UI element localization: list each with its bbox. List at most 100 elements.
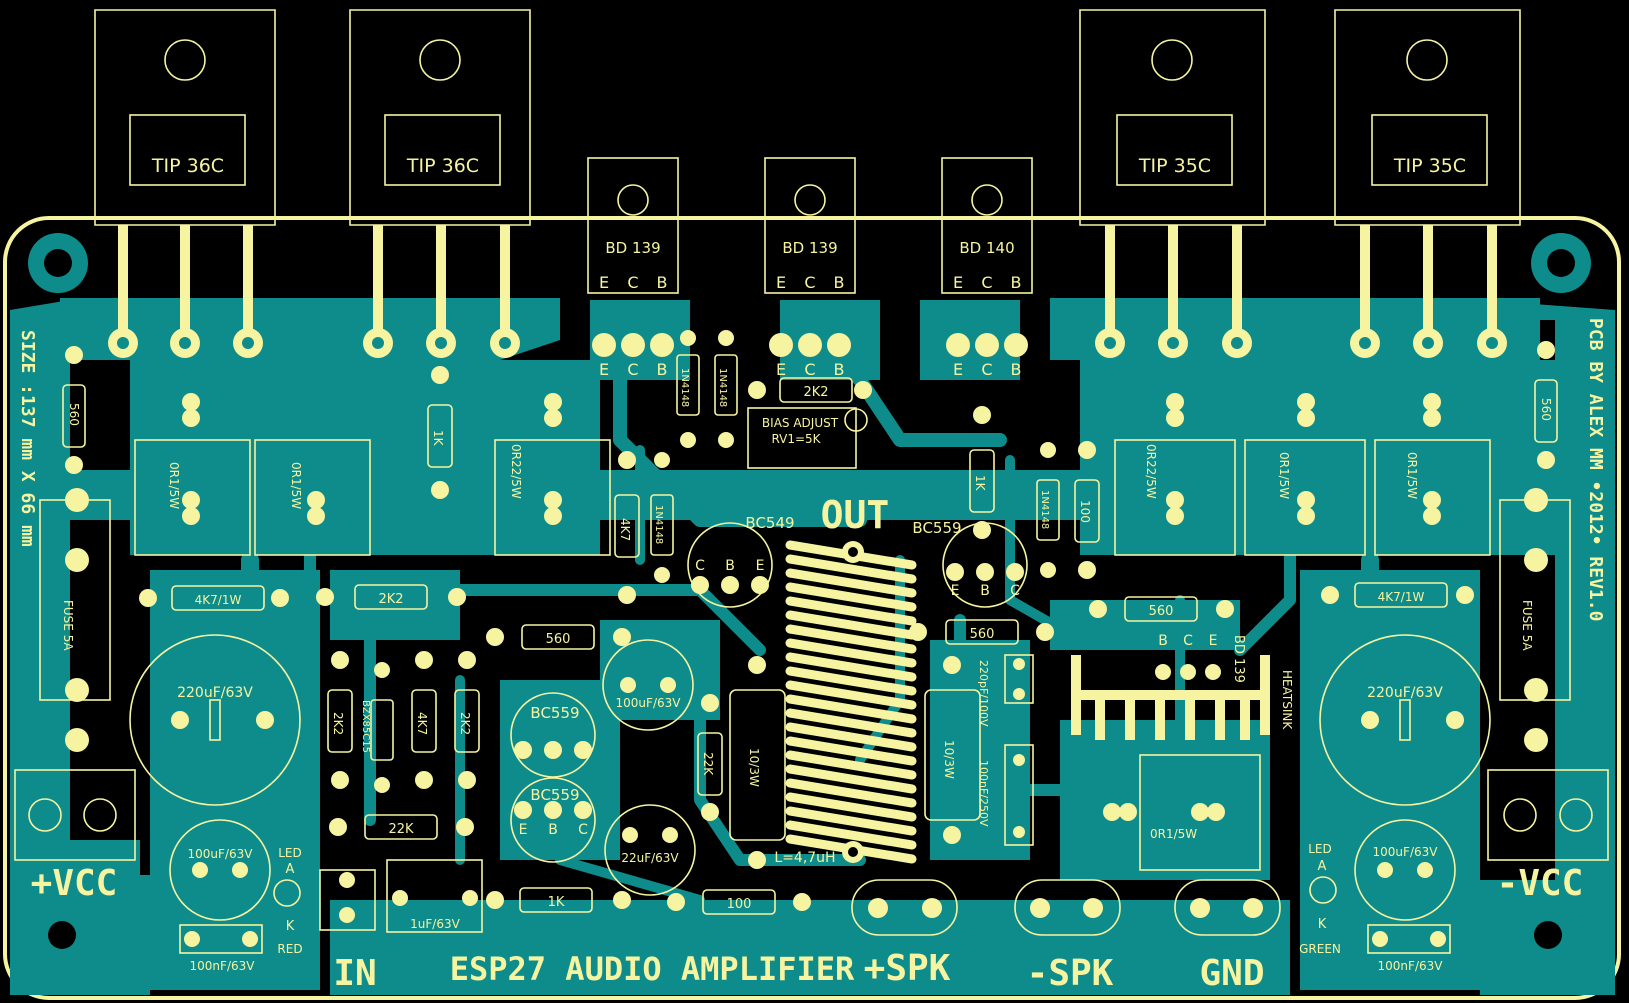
resistor-560-label: 560 bbox=[546, 632, 571, 647]
cap-220p: 220pF/100V bbox=[977, 654, 1034, 727]
transistor-bc559-1: BC559 E B C bbox=[912, 519, 1028, 608]
inductor-winding bbox=[785, 736, 917, 766]
cap-22u-label: 22uF/63V bbox=[621, 851, 679, 865]
mounting-holes bbox=[28, 233, 1591, 969]
cap-220u-label: 220uF/63V bbox=[177, 685, 253, 701]
pin-c: C bbox=[627, 360, 638, 379]
resistor-or1-label: 0R1/5W bbox=[289, 462, 303, 509]
speaker-pads bbox=[851, 879, 1281, 936]
pin-b: B bbox=[834, 360, 845, 379]
pin-c: C bbox=[981, 360, 992, 379]
spk-neg-label: -SPK bbox=[1027, 953, 1114, 994]
pin-e: E bbox=[951, 583, 960, 599]
resistor-1k-label: 1K bbox=[431, 430, 445, 447]
bd139-heatsink: B C E BD 139 HEATSINK bbox=[1071, 633, 1294, 740]
fuse-label-right: FUSE 5A bbox=[1520, 600, 1534, 651]
pin-c: C bbox=[1183, 633, 1193, 649]
resistor-2k2-label: 2K2 bbox=[331, 712, 345, 735]
inductor-winding bbox=[785, 778, 917, 808]
inductor-winding bbox=[785, 554, 917, 584]
fuses: FUSE 5A FUSE 5A bbox=[39, 488, 1571, 752]
capacitors: 220uF/63V 220uF/63V 100uF/63V 100uF/63V … bbox=[129, 634, 1491, 973]
terminal-blocks bbox=[14, 769, 1609, 931]
diode-label: 1N4148 bbox=[1039, 490, 1050, 529]
pin-c: C bbox=[1010, 583, 1020, 599]
inductor-winding bbox=[785, 806, 917, 836]
driver-transistors: BD 139 E C B E C B BD 139 E C B E C B BD… bbox=[587, 157, 1033, 379]
fuse-label-left: FUSE 5A bbox=[61, 600, 75, 651]
pin-e: E bbox=[776, 273, 786, 292]
bd140-label: BD 140 bbox=[959, 239, 1014, 257]
cap-100u-label: 100uF/63V bbox=[188, 847, 254, 861]
cap-100n-label: 100nF/63V bbox=[190, 959, 256, 973]
resistor-10-3w-label: 10/3W bbox=[942, 740, 956, 779]
power-transistors: TIP 36C TIP 36C TIP 35C bbox=[94, 9, 1521, 358]
transistor-bd140: BD 140 E C B E C B bbox=[941, 157, 1033, 379]
cap-100n-right: 100nF/63V bbox=[1367, 924, 1451, 973]
resistor-2k2-label: 2K2 bbox=[803, 385, 828, 400]
vcc-neg-label: -VCC bbox=[1497, 863, 1584, 904]
pin-e: E bbox=[599, 273, 609, 292]
pin-e: E bbox=[953, 360, 963, 379]
bc559-label: BC559 bbox=[530, 704, 579, 722]
transistor-tip35c-2: TIP 35C bbox=[1334, 9, 1521, 358]
inductor-winding bbox=[785, 652, 917, 682]
cap-1u-label: 1uF/63V bbox=[410, 917, 460, 931]
out-label: OUT bbox=[821, 493, 890, 537]
resistor-or22-label: 0R22/5W bbox=[1144, 444, 1158, 499]
pin-b: B bbox=[548, 822, 558, 838]
resistor-or1-label: 0R1/5W bbox=[1405, 452, 1419, 499]
transistor-tip36c-1: TIP 36C bbox=[94, 9, 276, 358]
gnd-label: GND bbox=[1199, 953, 1264, 994]
inductor-winding bbox=[785, 694, 917, 724]
inductor-winding bbox=[785, 680, 917, 710]
resistor-4k7-label: 4K7 bbox=[415, 712, 429, 735]
inductor-winding bbox=[785, 820, 917, 850]
pin-e: E bbox=[519, 740, 528, 756]
inductor-winding bbox=[785, 764, 917, 794]
inductor-winding bbox=[785, 638, 917, 668]
inductor-winding bbox=[785, 722, 917, 752]
cap-100u-mid: 100uF/63V bbox=[602, 639, 694, 731]
resistor-2k2-label: 2K2 bbox=[458, 712, 472, 735]
pin-b: B bbox=[1011, 360, 1022, 379]
bias-adjust-label: BIAS ADJUST bbox=[762, 416, 839, 430]
inductor-winding bbox=[785, 610, 917, 640]
pin-e: E bbox=[756, 558, 765, 574]
resistor-or1-label: 0R1/5W bbox=[167, 462, 181, 509]
diode-label: 1N4148 bbox=[653, 505, 664, 544]
bias-trimmer: BIAS ADJUST RV1=5K bbox=[747, 407, 868, 469]
bd139-label-1: BD 139 bbox=[605, 239, 660, 257]
spk-pos-label: +SPK bbox=[864, 948, 951, 989]
resistor-100-label: 100 bbox=[727, 897, 752, 912]
cap-22u: 22uF/63V bbox=[604, 804, 696, 896]
pin-b: B bbox=[1158, 633, 1168, 649]
pin-b: B bbox=[1011, 273, 1022, 292]
resistor-4k7-label: 4K7 bbox=[618, 518, 632, 541]
tip36c-label-1: TIP 36C bbox=[151, 155, 224, 177]
inductor-winding bbox=[785, 596, 917, 626]
pin-c: C bbox=[695, 558, 705, 574]
pin-b: B bbox=[548, 740, 558, 756]
cap-220u-left: 220uF/63V bbox=[129, 634, 301, 806]
inductor-winding bbox=[785, 568, 917, 598]
pin-c: C bbox=[804, 273, 815, 292]
pin-c: C bbox=[804, 360, 815, 379]
led-k-right: K bbox=[1318, 917, 1327, 932]
resistor-560-label: 560 bbox=[970, 627, 995, 642]
tip35c-label-1: TIP 35C bbox=[1138, 155, 1211, 177]
cap-100n-label: 100nF/63V bbox=[1378, 959, 1444, 973]
resistor-2k2-label: 2K2 bbox=[378, 592, 403, 607]
resistor-100-label: 100 bbox=[1078, 500, 1092, 523]
transistor-tip36c-2: TIP 36C bbox=[349, 9, 531, 358]
resistor-or1-label: 0R1/5W bbox=[1277, 452, 1291, 499]
heatsink-label: HEATSINK bbox=[1280, 670, 1294, 730]
transistor-bd139-2: BD 139 E C B E C B bbox=[764, 157, 856, 379]
resistor-1k-label: 1K bbox=[973, 475, 987, 492]
bd139-small-label: BD 139 bbox=[1231, 635, 1246, 683]
leds: LED A K RED LED A K GREEN bbox=[273, 842, 1341, 956]
board-outline bbox=[3, 216, 1621, 1000]
cap-100n-250v: 100nF/250V bbox=[977, 744, 1034, 846]
pin-e: E bbox=[519, 822, 528, 838]
led-a-left: A bbox=[286, 862, 295, 877]
